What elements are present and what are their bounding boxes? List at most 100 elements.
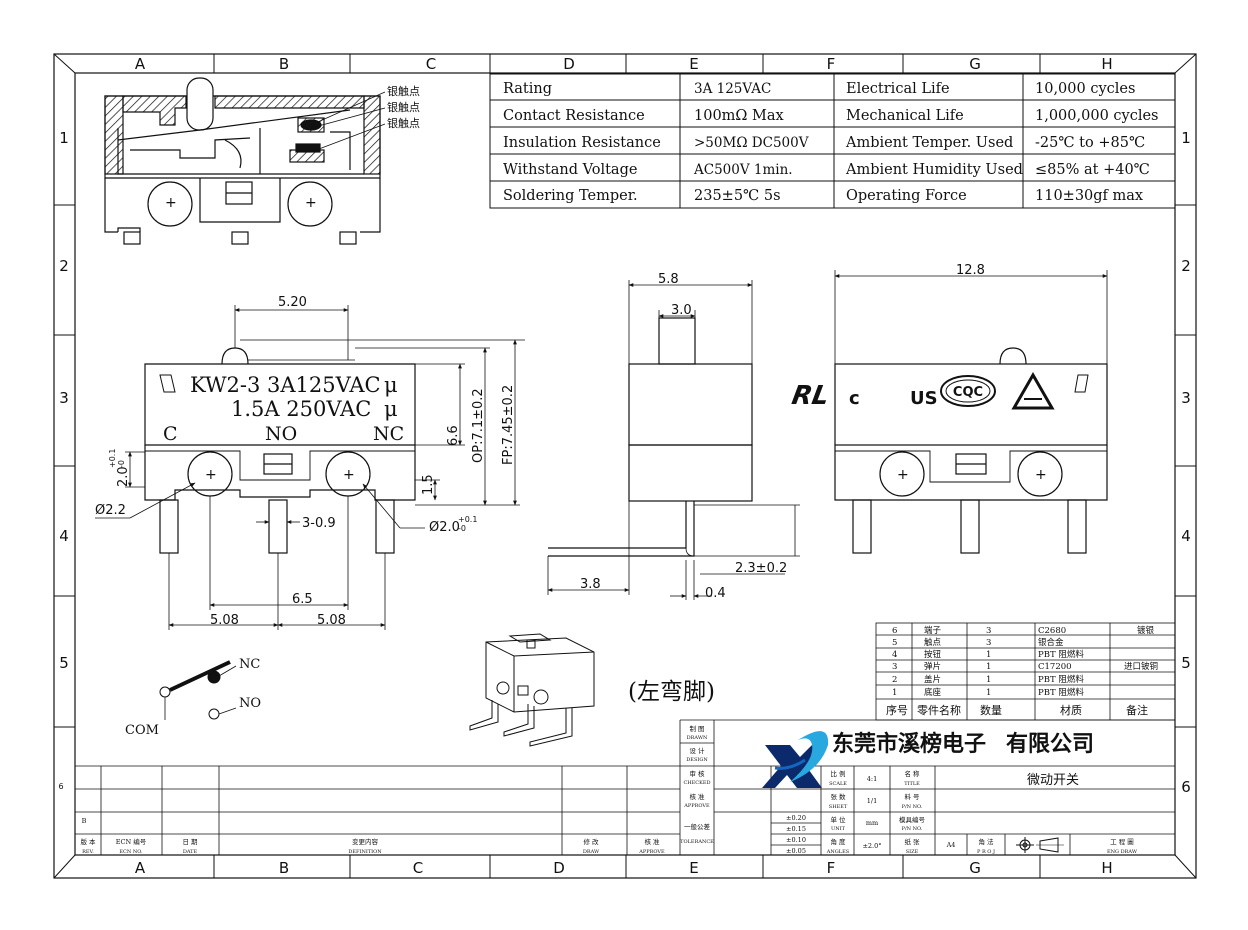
dim-front-height: 6.6 [446, 425, 461, 446]
tb-ecn-cn: ECN 编号 [116, 837, 147, 846]
tb-sheet-en: SHEET [829, 804, 848, 810]
section-view [104, 77, 386, 245]
spec-electrical-life-value: 10,000 cycles [1035, 81, 1135, 97]
spec-contact-resistance-value: 100mΩ Max [694, 108, 784, 124]
bom-row3-qty: 1 [986, 662, 991, 672]
spec-humidity-label: Ambient Humidity Used [845, 162, 1023, 178]
dim-side-bend: 2.3±0.2 [735, 561, 787, 576]
dim-front-slot-tol-lower: -0 [117, 460, 126, 468]
bom-row6-qty: 3 [986, 626, 991, 636]
zone-top-h: H [1101, 55, 1112, 73]
spec-rating-label: Rating [503, 81, 552, 97]
zone-bottom-d: D [553, 859, 565, 877]
zone-left-2: 2 [59, 257, 69, 275]
side-view [548, 317, 753, 557]
bom-row4-name: 按钮 [924, 649, 942, 660]
schematic-labels: NC NO COM [125, 657, 261, 738]
tb-sheet-cn: 张 数 [830, 792, 846, 801]
section-label-silver-contact-3: 银触点 [387, 116, 420, 130]
front-dimension-labels: 5.20 6.6 OP:7.1±0.2 FP:7.45±0.2 1.5 2.0 … [95, 295, 516, 628]
spec-soldering-label: Soldering Temper. [503, 188, 638, 204]
bom-row5-name: 触点 [924, 637, 942, 648]
zone-bottom-c: C [413, 859, 423, 877]
tb-approve2-en: APPROVE [638, 849, 665, 855]
dim-side-thickness: 0.4 [705, 586, 726, 601]
front-cert-mark-1: μ [384, 373, 398, 397]
bom-row3-note: 进口铍铜 [1124, 661, 1158, 672]
bom-row5-material: 银合金 [1038, 637, 1064, 648]
spec-humidity-value: ≤85% at +40℃ [1035, 162, 1150, 178]
bom-row1-name: 底座 [924, 687, 942, 698]
ul-rl-mark: RL [790, 381, 832, 411]
spec-mechanical-life-label: Mechanical Life [846, 108, 964, 124]
bom-header-name: 零件名称 [917, 703, 961, 717]
tb-checked-en: CHECKED [683, 780, 710, 786]
tb-tol-4: ±0.05 [786, 847, 806, 855]
tb-eng-en: ENG DRAW [1107, 849, 1138, 855]
spec-ambient-temp-label: Ambient Temper. Used [845, 135, 1013, 151]
dim-front-fp: FP:7.45±0.2 [501, 385, 516, 465]
back-view-text: 12.8 c RL US CQC + + [790, 263, 1047, 483]
schematic-symbol [159, 660, 237, 720]
tb-unit-en: UNIT [831, 826, 846, 832]
spec-operating-force-label: Operating Force [846, 188, 967, 204]
zone-bottom-b: B [279, 859, 289, 877]
zone-top-c: C [426, 55, 436, 73]
bom-row3-material: C17200 [1038, 662, 1072, 672]
iso-caption: (左弯脚) [628, 679, 715, 705]
isometric-view [469, 633, 595, 747]
dim-front-hole-right: Ø2.0 [429, 520, 460, 535]
tb-draw-en: DRAW [583, 849, 600, 855]
dim-side-width: 5.8 [658, 272, 679, 287]
bom-row2-material: PBT 阻燃料 [1038, 674, 1084, 685]
zone-right-4: 4 [1181, 527, 1191, 545]
spec-contact-resistance-label: Contact Resistance [503, 108, 645, 124]
bom-table: 6 端子 3 C2680 镀银 5 触点 3 银合金 4 按钮 1 PBT 阻燃… [875, 622, 1176, 721]
section-labels: + + 银触点 银触点 银触点 [165, 84, 420, 211]
cqc-mark: CQC [953, 385, 983, 400]
company-name-part1: 东莞市 [832, 731, 898, 757]
back-view [834, 347, 1108, 554]
tb-unit-value: mm [866, 819, 878, 827]
bom-row2-name: 盖片 [924, 674, 941, 685]
zone-right-5: 5 [1181, 654, 1191, 672]
tb-eng-cn: 工 程 圖 [1110, 837, 1134, 846]
front-terminal-c: C [163, 423, 178, 445]
projection-symbol-icon [1016, 837, 1064, 853]
company-name-part3: 有限公司 [1006, 731, 1094, 757]
zone-top-e: E [689, 55, 698, 73]
spec-operating-force-value: 110±30gf max [1035, 188, 1143, 204]
schematic-no: NO [239, 696, 261, 711]
back-hole-left-mark: + [897, 467, 909, 483]
tb-drawn-en: DRAWN [687, 735, 708, 741]
tb-date-cn: 日 期 [182, 838, 198, 846]
tb-angles-value: ±2.0° [862, 842, 881, 850]
bom-row6-note: 镀银 [1137, 625, 1155, 636]
spec-soldering-value: 235±5℃ 5s [694, 188, 781, 204]
dim-side-button: 3.0 [671, 303, 692, 318]
dim-side-lead: 3.8 [580, 577, 601, 592]
bom-row6-name: 端子 [924, 625, 942, 636]
back-view-dimensions [834, 270, 1108, 364]
dim-front-pitch-right: 5.08 [317, 613, 346, 628]
bom-header-material: 材质 [1060, 703, 1082, 717]
ul-c-mark: c [849, 388, 860, 409]
front-view-dimensions [95, 305, 525, 630]
front-hole-left-mark: + [205, 467, 217, 483]
tb-size-cn: 纸 张 [904, 837, 920, 846]
tb-tol-1: ±0.20 [786, 814, 806, 822]
tb-scale-en: SCALE [829, 781, 847, 787]
section-hole-right-mark: + [305, 195, 317, 211]
zone-top-a: A [135, 55, 146, 73]
section-hole-left-mark: + [165, 195, 177, 211]
tb-rev-en: REV. [82, 849, 94, 855]
tb-size-value: A4 [946, 841, 956, 849]
tb-approve-en: APPROVE [683, 803, 710, 809]
tb-pn-cn: 料 号 [904, 792, 920, 801]
tb-pn-en: P/N NO. [902, 804, 923, 810]
tb-angles-cn: 角 度 [830, 837, 846, 846]
tb-rev-cn: 版 本 [80, 837, 96, 846]
tb-def-en: DEFINITION [348, 849, 382, 855]
zone-left-1: 1 [59, 129, 69, 147]
bom-row2-qty: 1 [986, 675, 991, 685]
